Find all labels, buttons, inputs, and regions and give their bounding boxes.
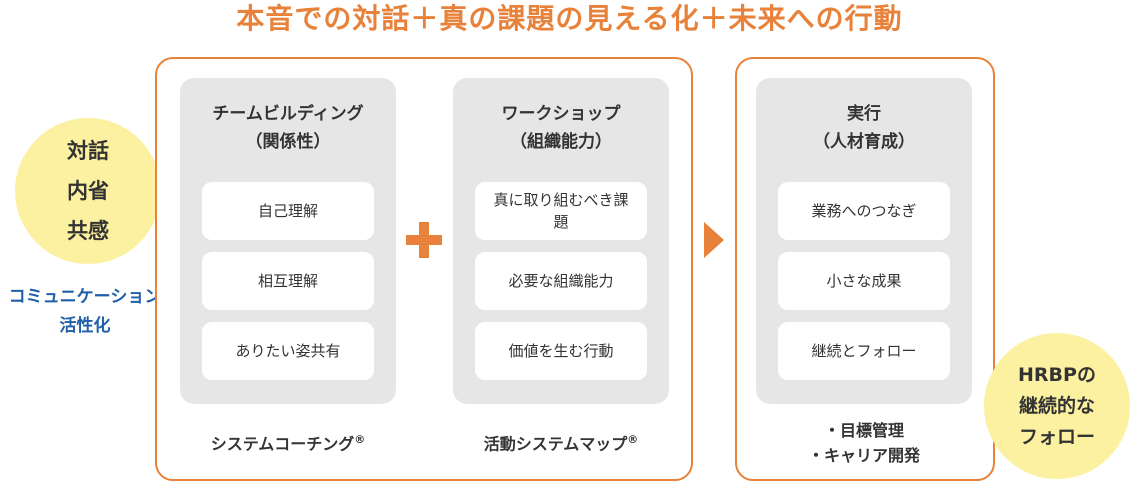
communication-label-line2: 活性化 xyxy=(59,316,111,336)
hrbp-line-2: 継続的な xyxy=(1018,394,1095,417)
team-building-subtitle: （関係性） xyxy=(245,132,331,152)
diagram-title: 本音での対話＋真の課題の見える化＋未来への行動 xyxy=(236,2,903,35)
team-building-panel: チームビルディング （関係性） 自己理解 相互理解 ありたい姿共有 xyxy=(180,78,396,404)
plus-icon xyxy=(406,222,442,258)
communication-label: コミュニケーション 活性化 xyxy=(0,283,170,341)
registered-mark: ® xyxy=(627,433,639,446)
workshop-heading: ワークショップ （組織能力） xyxy=(453,100,669,156)
card-required-capability: 必要な組織能力 xyxy=(475,252,647,310)
execution-subtitle: （人材育成） xyxy=(813,132,915,152)
card-small-wins: 小さな成果 xyxy=(778,252,950,310)
workshop-panel: ワークショップ （組織能力） 真に取り組むべき課題 必要な組織能力 価値を生む行… xyxy=(453,78,669,404)
card-self-understanding: 自己理解 xyxy=(202,182,374,240)
arrow-right-icon xyxy=(704,222,724,258)
management-career: ・キャリア開発 xyxy=(807,446,920,465)
execution-heading: 実行 （人材育成） xyxy=(756,100,972,156)
hrbp-line-3: フォロー xyxy=(1018,425,1095,448)
management-label: ・目標管理 ・キャリア開発 xyxy=(756,418,972,468)
registered-mark: ® xyxy=(354,433,366,446)
circle-line-dialogue: 対話 xyxy=(67,139,109,163)
circle-line-reflection: 内省 xyxy=(67,179,109,203)
workshop-title: ワークショップ xyxy=(501,104,621,124)
activity-system-map-label: 活動システムマップ® xyxy=(453,428,669,456)
circle-line-empathy: 共感 xyxy=(67,219,109,243)
team-building-title: チームビルディング xyxy=(212,104,364,124)
communication-label-line1: コミュニケーション xyxy=(8,287,162,307)
hrbp-line-1: HRBPの xyxy=(1018,363,1096,386)
workshop-subtitle: （組織能力） xyxy=(510,132,612,152)
card-true-issues: 真に取り組むべき課題 xyxy=(475,182,647,240)
dialogue-circle: 対話 内省 共感 xyxy=(15,118,161,264)
team-building-heading: チームビルディング （関係性） xyxy=(180,100,396,156)
management-goals: ・目標管理 xyxy=(823,421,904,440)
card-mutual-understanding: 相互理解 xyxy=(202,252,374,310)
execution-title: 実行 xyxy=(847,104,881,124)
system-coaching-label: システムコーチング® xyxy=(180,428,396,456)
card-follow-through: 継続とフォロー xyxy=(778,322,950,380)
system-coaching-text: システムコーチング xyxy=(210,434,355,454)
card-shared-vision: ありたい姿共有 xyxy=(202,322,374,380)
hrbp-circle: HRBPの 継続的な フォロー xyxy=(984,333,1130,479)
execution-panel: 実行 （人材育成） 業務へのつなぎ 小さな成果 継続とフォロー xyxy=(756,78,972,404)
card-link-to-work: 業務へのつなぎ xyxy=(778,182,950,240)
card-value-actions: 価値を生む行動 xyxy=(475,322,647,380)
activity-system-map-text: 活動システムマップ xyxy=(483,434,628,454)
